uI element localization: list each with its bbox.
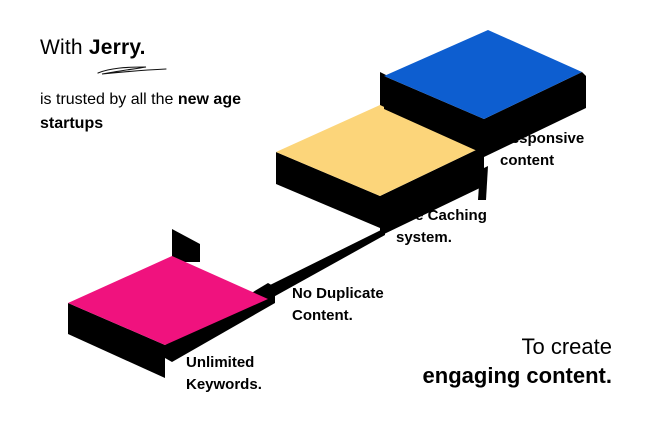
- headline: With Jerry.: [40, 36, 146, 60]
- headline-prefix: With: [40, 36, 83, 59]
- step-3-label-line-2: system.: [396, 229, 452, 246]
- closing-line-2: engaging content.: [422, 363, 612, 388]
- connector-1-2: [268, 228, 385, 300]
- step-2-front-side: [276, 152, 380, 228]
- step-4-label-line-1: Responsive: [500, 130, 585, 147]
- step-3-top: [384, 30, 582, 119]
- step-3-label: Use Caching system.: [396, 205, 516, 249]
- closing-line-1: To create: [521, 334, 613, 359]
- underline-squiggle-icon: [97, 66, 167, 75]
- step-4-label: Responsive content: [500, 128, 610, 172]
- step-1-block: [68, 229, 275, 378]
- step-1-label-line-2: Keywords.: [186, 376, 262, 393]
- step-3-front-side: [384, 76, 484, 154]
- brand-name: Jerry.: [88, 36, 146, 59]
- step-3-label-line-1: Use Caching: [396, 207, 487, 224]
- tagline-text: is trusted by all the: [40, 91, 174, 108]
- step-2-label-line-2: Content.: [292, 307, 353, 324]
- step-1-back-riser: [172, 229, 200, 262]
- step-3-right-side: [484, 72, 586, 157]
- step-2-label-line-1: No Duplicate: [292, 285, 384, 302]
- step-2-right-side: [380, 149, 484, 236]
- step-4-label-line-2: content: [500, 152, 555, 169]
- step-1-front-side: [68, 303, 165, 378]
- step-1-label-line-1: Unlimited: [186, 354, 255, 371]
- tagline-bold: new age startups: [40, 91, 241, 132]
- closing-statement: To create engaging content.: [423, 333, 612, 391]
- tagline: is trusted by all the new age startups: [40, 88, 280, 136]
- step-3-block: [384, 30, 586, 157]
- step-2-label: No Duplicate Content.: [292, 283, 412, 327]
- step-1-top: [68, 256, 268, 345]
- step-1-label: Unlimited Keywords.: [186, 352, 306, 396]
